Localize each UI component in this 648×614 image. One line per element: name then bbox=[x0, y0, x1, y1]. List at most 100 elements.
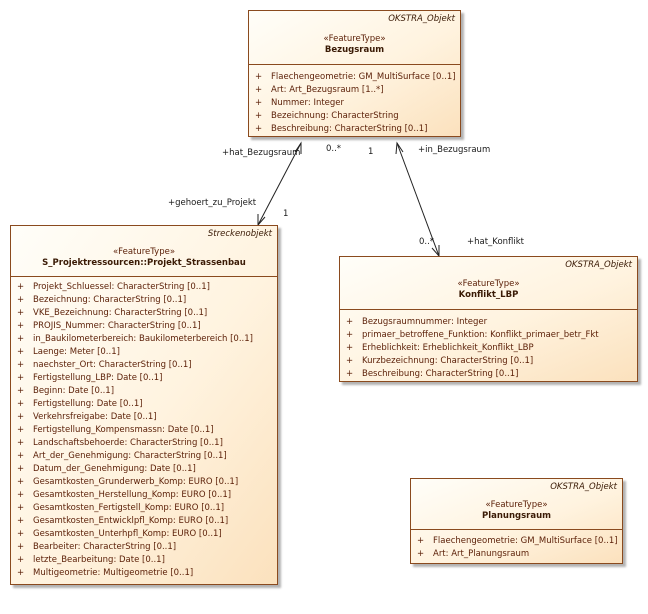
attribute-text: Bezugsraumnummer: Integer bbox=[362, 317, 488, 327]
attribute-row: + Erheblichkeit: Erheblichkeit_Konflikt_L… bbox=[340, 342, 637, 355]
attribute-row: +naechster_Ort: CharacterString [0..1] bbox=[11, 359, 277, 372]
multiplicity-projekt: 1 bbox=[283, 209, 289, 219]
attribute-row: +Kurzbezeichnung: CharacterString [0..1] bbox=[340, 355, 637, 368]
attribute-text: Gesamtkosten_Herstellung_Komp: EURO [0..… bbox=[33, 490, 232, 500]
attribute-text: Flaechengeometrie: GM_MultiSurface [0..1… bbox=[433, 536, 618, 546]
attribute-text: Verkehrsfreigabe: Date [0..1] bbox=[33, 412, 157, 422]
class-planungsraum[interactable]: OKSTRA_Objekt «FeatureType» Planungsraum… bbox=[410, 478, 623, 564]
role-hat-konflikt: +hat_Konflikt bbox=[467, 237, 525, 247]
visibility-marker: + bbox=[417, 549, 425, 559]
attribute-row: + Beschreibung: CharacterString [0..1] bbox=[340, 368, 637, 381]
association-line-bezugsraum-konflikt bbox=[396, 142, 440, 257]
visibility-marker: + bbox=[17, 425, 25, 435]
attribute-text: Landschaftsbehoerde: CharacterString [0.… bbox=[33, 438, 223, 448]
attribute-text: in_Baukilometerbereich: Baukilometerbere… bbox=[33, 334, 253, 344]
attribute-text: letzte_Bearbeitung: Date [0..1] bbox=[33, 555, 165, 565]
attribute-list: + Flaechengeometrie: GM_MultiSurface [0..… bbox=[249, 65, 460, 140]
attribute-text: Beschreibung: CharacterString [0..1] bbox=[271, 124, 428, 134]
visibility-marker: + bbox=[255, 98, 263, 108]
visibility-marker: + bbox=[17, 568, 25, 578]
visibility-marker: + bbox=[17, 386, 25, 396]
attribute-list: + Bezugsraumnummer: Integer + primaer_betr… bbox=[340, 310, 637, 385]
attribute-text: Bearbeiter: CharacterString [0..1] bbox=[33, 542, 177, 552]
attribute-row: + Flaechengeometrie: GM_MultiSurface [0..… bbox=[249, 71, 460, 84]
attribute-text: Nummer: Integer bbox=[271, 98, 345, 108]
attribute-row: +Art: Art_Bezugsraum [1..*] bbox=[249, 84, 460, 97]
attribute-row: +Gesamtkosten_Grunderwerb_Komp: EURO [0.… bbox=[11, 476, 277, 489]
attribute-row: + Art_der_Genehmigung: CharacterString [0… bbox=[11, 450, 277, 463]
attribute-text: Projekt_Schluessel: CharacterString [0..… bbox=[33, 282, 210, 292]
visibility-marker: + bbox=[17, 503, 25, 513]
visibility-marker: + bbox=[17, 451, 25, 461]
attribute-list: + Flaechengeometrie: GM_MultiSurface [0..… bbox=[411, 530, 622, 565]
visibility-marker: + bbox=[17, 373, 25, 383]
visibility-marker: + bbox=[255, 72, 263, 82]
attribute-text: Fertigstellung: Date [0..1] bbox=[33, 399, 143, 409]
visibility-marker: + bbox=[17, 308, 25, 318]
class-header: Streckenobjekt «FeatureType» S_Projektre… bbox=[11, 226, 277, 277]
attribute-text: Gesamtkosten_Fertigstell_Komp: EURO [0..… bbox=[33, 503, 225, 513]
attribute-text: Art_der_Genehmigung: CharacterString [0.… bbox=[33, 451, 227, 461]
role-gehoert-zu-projekt: +gehoert_zu_Projekt bbox=[168, 198, 257, 208]
attribute-row: + Verkehrsfreigabe: Date [0..1] bbox=[11, 411, 277, 424]
visibility-marker: + bbox=[346, 317, 354, 327]
visibility-marker: + bbox=[17, 464, 25, 474]
class-header: OKSTRA_Objekt «FeatureType» Konflikt_LBP bbox=[340, 257, 637, 310]
arrowhead-to-bezugsraum-2 bbox=[395, 141, 404, 155]
visibility-marker: + bbox=[346, 330, 354, 340]
class-bezugsraum[interactable]: OKSTRA_Objekt «FeatureType» Bezugsraum +… bbox=[248, 10, 461, 137]
stereotype-label: «FeatureType» bbox=[112, 247, 176, 257]
attribute-row: + Nummer: Integer bbox=[249, 97, 460, 110]
attribute-row: +Projekt_Schluessel: CharacterString [0.… bbox=[11, 281, 277, 294]
attribute-row: +Beginn: Date [0..1] bbox=[11, 385, 277, 398]
visibility-marker: + bbox=[17, 360, 25, 370]
attribute-row: + in_Baukilometerbereich: Baukilometerber… bbox=[11, 333, 277, 346]
visibility-marker: + bbox=[17, 295, 25, 305]
parent-class-label: OKSTRA_Objekt bbox=[565, 260, 632, 270]
attribute-row: +Art: Art_Planungsraum bbox=[411, 548, 622, 561]
class-name: S_Projektressourcen::Projekt_Strassenbau bbox=[42, 258, 246, 268]
attribute-row: +letzte_Bearbeitung: Date [0..1] bbox=[11, 554, 277, 567]
visibility-marker: + bbox=[346, 343, 354, 353]
attribute-row: +Multigeometrie: Multigeometrie [0..1] bbox=[11, 567, 277, 580]
attribute-row: +Landschaftsbehoerde: CharacterString [0… bbox=[11, 437, 277, 450]
visibility-marker: + bbox=[17, 399, 25, 409]
role-in-bezugsraum: +in_Bezugsraum bbox=[418, 145, 491, 155]
attribute-text: Gesamtkosten_Unterhpfl_Komp: EURO [0..1] bbox=[33, 529, 222, 539]
attribute-text: VKE_Bezeichnung: CharacterString [0..1] bbox=[33, 308, 208, 318]
attribute-text: primaer_betroffene_Funktion: Konflikt_pr… bbox=[362, 330, 599, 340]
attribute-list: + Projekt_Schluessel: CharacterString [0.… bbox=[11, 277, 277, 584]
attribute-text: PROJIS_Nummer: CharacterString [0..1] bbox=[33, 321, 201, 331]
attribute-row: +Fertigstellung_Kompensmassn: Date [0..1… bbox=[11, 424, 277, 437]
attribute-row: +Bezeichnung: CharacterString bbox=[249, 110, 460, 123]
attribute-row: +Flaechengeometrie: GM_MultiSurface [0..… bbox=[411, 535, 622, 548]
class-header: OKSTRA_Objekt «FeatureType» Planungsraum bbox=[411, 479, 622, 530]
role-hat-bezugsraum: +hat_Bezugsraum bbox=[222, 148, 301, 158]
visibility-marker: + bbox=[17, 334, 25, 344]
class-name: Bezugsraum bbox=[324, 45, 385, 55]
attribute-row: + Bearbeiter: CharacterString [0..1] bbox=[11, 541, 277, 554]
attribute-row: + primaer_betroffene_Funktion: Konflikt_p… bbox=[340, 329, 637, 342]
visibility-marker: + bbox=[17, 542, 25, 552]
visibility-marker: + bbox=[17, 516, 25, 526]
attribute-row: + VKE_Bezeichnung: CharacterString [0..1] bbox=[11, 307, 277, 320]
arrowhead-to-projekt bbox=[257, 214, 266, 227]
class-projekt-strassenbau[interactable]: Streckenobjekt «FeatureType» S_Projektre… bbox=[10, 225, 278, 585]
attribute-text: Beschreibung: CharacterString [0..1] bbox=[362, 369, 519, 379]
visibility-marker: + bbox=[17, 529, 25, 539]
multiplicity-bezugsraum-a1: 0..* bbox=[326, 144, 342, 154]
visibility-marker: + bbox=[255, 124, 263, 134]
parent-class-label: OKSTRA_Objekt bbox=[550, 482, 617, 492]
visibility-marker: + bbox=[346, 369, 354, 379]
attribute-text: Flaechengeometrie: GM_MultiSurface [0..1… bbox=[271, 72, 456, 82]
attribute-text: Laenge: Meter [0..1] bbox=[33, 347, 120, 357]
stereotype-label: «FeatureType» bbox=[457, 279, 520, 289]
visibility-marker: + bbox=[17, 412, 25, 422]
class-konflikt-lbp[interactable]: OKSTRA_Objekt «FeatureType» Konflikt_LBP… bbox=[339, 256, 638, 382]
attribute-row: +Datum_der_Genehmigung: Date [0..1] bbox=[11, 463, 277, 476]
stereotype-label: «FeatureType» bbox=[323, 34, 386, 44]
attribute-text: Gesamtkosten_Entwicklpfl_Komp: EURO [0..… bbox=[33, 516, 229, 526]
visibility-marker: + bbox=[17, 321, 25, 331]
attribute-text: Erheblichkeit: Erheblichkeit_Konflikt_LB… bbox=[362, 343, 534, 353]
attribute-row: +Fertigstellung_LBP: Date [0..1] bbox=[11, 372, 277, 385]
